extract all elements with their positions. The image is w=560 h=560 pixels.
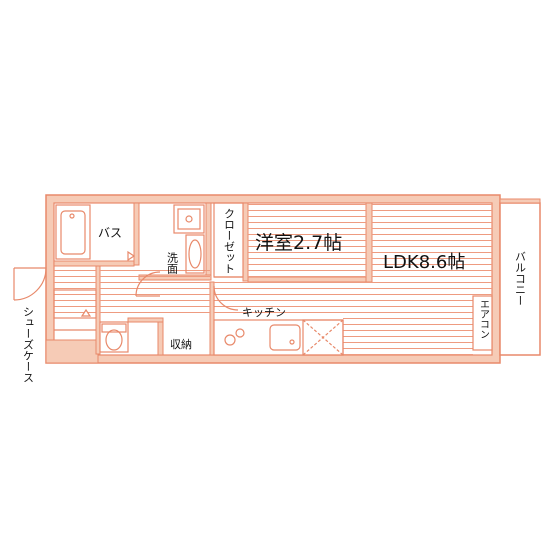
- room-label-balcony: バルコニー: [514, 251, 527, 306]
- kitchen-counter: [213, 319, 344, 356]
- toilet: [99, 321, 129, 353]
- room-label-storage: 収納: [170, 338, 192, 351]
- aircon-unit: [472, 295, 493, 351]
- shoe-case: [53, 289, 97, 331]
- room-label-bath: バス: [98, 226, 122, 240]
- room-label-washroom: 洗面: [166, 252, 179, 274]
- room-label-shoe-case: シューズケース: [22, 306, 35, 383]
- closet-box: [213, 202, 244, 278]
- bathtub: [55, 204, 91, 260]
- floor-boards: [54, 203, 492, 355]
- shower-basin: [173, 204, 205, 234]
- room-label-ldk: LDK8.6帖: [383, 252, 465, 273]
- room-label-closet: クローゼット: [223, 208, 236, 274]
- balcony: [499, 202, 541, 356]
- room-label-aircon: エアコン: [478, 299, 490, 339]
- wash-basin: [185, 234, 205, 274]
- room-label-kitchen: キッチン: [242, 306, 286, 319]
- room-label-western: 洋室2.7帖: [255, 232, 342, 254]
- doors: [13, 250, 239, 317]
